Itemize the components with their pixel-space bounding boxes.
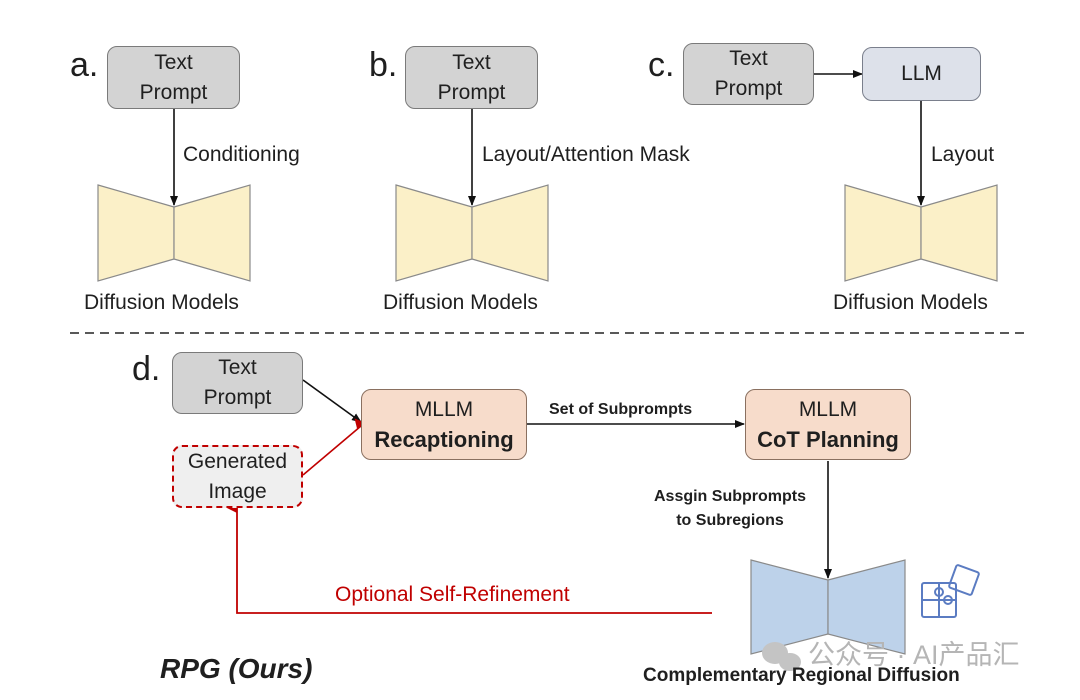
edge-label-conditioning: Conditioning xyxy=(183,143,300,166)
mllm-cot-line2: CoT Planning xyxy=(757,426,899,452)
edge-label-layout-attention-mask: Layout/Attention Mask xyxy=(482,143,690,166)
panel-letter-d: d. xyxy=(132,350,161,388)
text-prompt-d-line1: Text xyxy=(218,356,257,379)
diffusion-model-c xyxy=(844,184,998,282)
text-prompt-c-line1: Text xyxy=(729,47,768,70)
mllm-recaption-line2: Recaptioning xyxy=(374,426,514,452)
panel-letter-a: a. xyxy=(70,46,99,84)
text-prompt-b-line2: Prompt xyxy=(437,80,506,104)
text-prompt-c-line2: Prompt xyxy=(714,77,783,100)
text-prompt-a-line2: Prompt xyxy=(139,80,208,104)
text-prompt-box-d: Text Prompt xyxy=(172,352,303,414)
arrow-self-refinement xyxy=(227,503,712,614)
arrow-text-to-recaption xyxy=(302,379,362,423)
diffusion-model-a xyxy=(97,184,251,282)
edge-label-assign-subprompts: Assgin Subprompts to Subregions xyxy=(645,485,815,533)
llm-label: LLM xyxy=(901,62,942,85)
text-prompt-box-a: Text Prompt xyxy=(107,46,240,109)
caption-diffusion-models-c: Diffusion Models xyxy=(833,291,988,314)
edge-label-layout: Layout xyxy=(931,143,995,166)
generated-image-line2: Image xyxy=(208,479,267,503)
edge-assign-line2: to Subregions xyxy=(676,512,784,529)
panel-letter-b: b. xyxy=(369,46,398,84)
panel-letter-c: c. xyxy=(648,46,675,84)
wechat-icon xyxy=(762,642,801,671)
text-prompt-box-b: Text Prompt xyxy=(405,46,538,109)
llm-box: LLM xyxy=(862,47,981,101)
puzzle-icon xyxy=(921,564,980,618)
text-prompt-b-line1: Text xyxy=(452,50,491,74)
mllm-cot-planning-box: MLLM CoT Planning xyxy=(745,389,911,460)
text-prompt-a-line1: Text xyxy=(154,50,193,74)
mllm-recaption-line1: MLLM xyxy=(414,397,474,421)
diffusion-model-b xyxy=(395,184,549,282)
arrow-generated-to-recaption xyxy=(302,418,365,476)
caption-diffusion-models-b: Diffusion Models xyxy=(383,291,538,314)
caption-complementary-regional-diffusion: Complementary Regional Diffusion xyxy=(643,665,960,686)
mllm-recaptioning-box: MLLM Recaptioning xyxy=(361,389,527,460)
edge-label-set-of-subprompts: Set of Subprompts xyxy=(549,401,693,418)
method-name-rpg: RPG (Ours) xyxy=(160,653,313,684)
watermark: 公众号 · AI产品汇 xyxy=(808,640,1020,670)
generated-image-box: Generated Image xyxy=(172,445,303,508)
text-prompt-d-line2: Prompt xyxy=(203,386,272,409)
edge-label-self-refinement: Optional Self-Refinement xyxy=(335,583,570,606)
mllm-cot-line1: MLLM xyxy=(798,397,858,421)
text-prompt-box-c: Text Prompt xyxy=(683,43,814,105)
edge-assign-line1: Assgin Subprompts xyxy=(653,488,806,505)
caption-diffusion-models-a: Diffusion Models xyxy=(84,291,239,314)
diffusion-model-d xyxy=(750,559,906,655)
generated-image-line1: Generated xyxy=(187,449,288,473)
